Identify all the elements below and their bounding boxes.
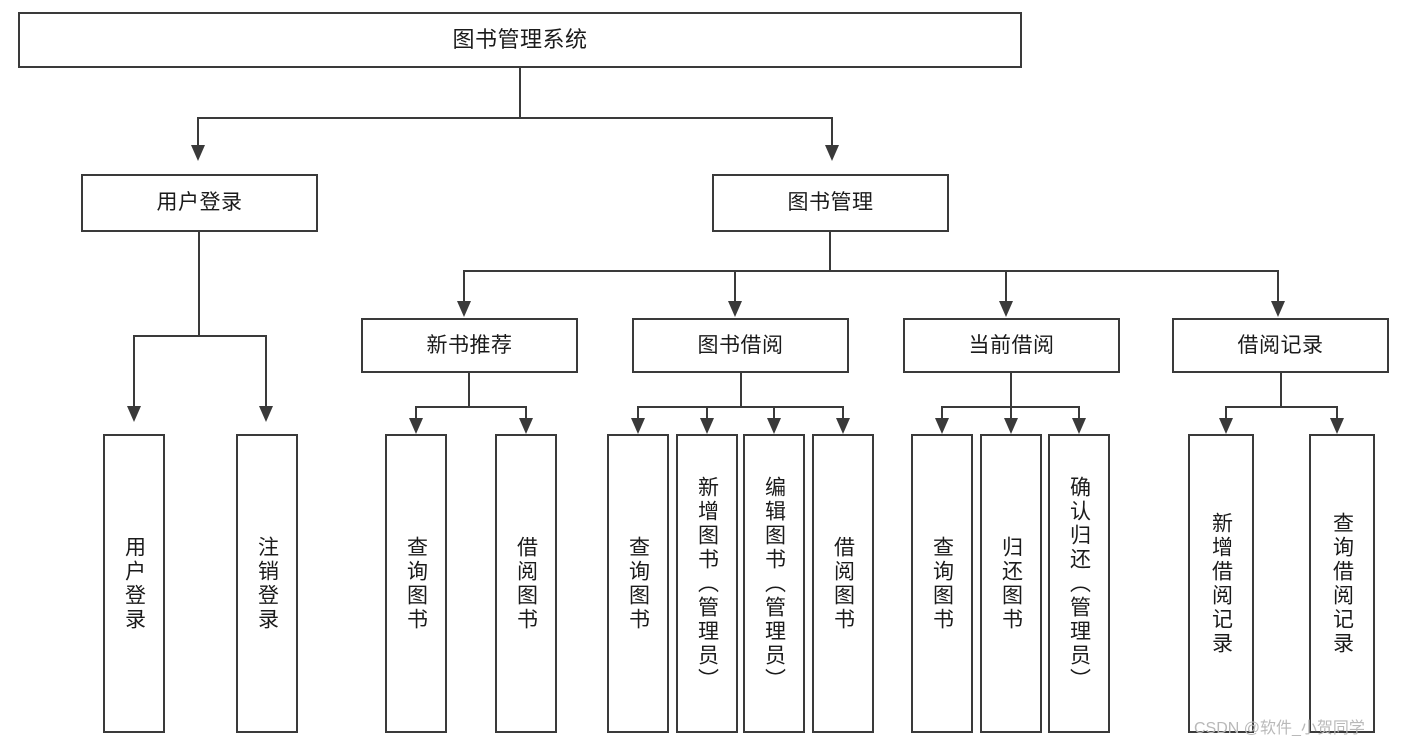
leaf-borrow-book-new[interactable]: 借阅图书 xyxy=(495,434,557,733)
node-label: 借阅图书 xyxy=(831,535,855,632)
arrowhead-leaf-user-login xyxy=(127,406,141,422)
node-label: 归还图书 xyxy=(999,535,1023,632)
connector-drop-query-record xyxy=(1336,406,1338,420)
connector-new-book-stem xyxy=(468,373,470,407)
connector-book-management-stem xyxy=(829,232,831,271)
connector-user-login-stem xyxy=(198,232,200,336)
node-label: 图书管理 xyxy=(787,191,874,215)
node-label: 查询借阅记录 xyxy=(1330,511,1354,656)
node-label: 图书借阅 xyxy=(697,333,784,357)
arrowhead-return-book xyxy=(1004,418,1018,434)
leaf-logout[interactable]: 注销登录 xyxy=(236,434,298,733)
arrowhead-query-record xyxy=(1330,418,1344,434)
connector-drop-edit-book xyxy=(773,406,775,420)
connector-root-bar xyxy=(197,117,833,119)
node-label: 查询图书 xyxy=(626,535,650,632)
arrowhead-new-book xyxy=(457,301,471,317)
leaf-query-book-current[interactable]: 查询图书 xyxy=(911,434,973,733)
arrowhead-query-book-3 xyxy=(935,418,949,434)
connector-drop-borrow-book xyxy=(734,270,736,303)
arrowhead-query-book-1 xyxy=(409,418,423,434)
connector-book-borrow-bar xyxy=(637,406,844,408)
node-label: 当前借阅 xyxy=(968,333,1055,357)
arrowhead-current-borrow xyxy=(999,301,1013,317)
leaf-borrow-book-borrow[interactable]: 借阅图书 xyxy=(812,434,874,733)
node-book-management[interactable]: 图书管理 xyxy=(712,174,949,232)
node-borrow-record[interactable]: 借阅记录 xyxy=(1172,318,1389,373)
arrowhead-confirm-return xyxy=(1072,418,1086,434)
leaf-edit-book-admin[interactable]: 编辑图书（管理员） xyxy=(743,434,805,733)
node-label: 用户登录 xyxy=(156,191,243,215)
leaf-query-book-new[interactable]: 查询图书 xyxy=(385,434,447,733)
arrowhead-query-book-2 xyxy=(631,418,645,434)
arrowhead-add-record xyxy=(1219,418,1233,434)
arrowhead-user-login xyxy=(191,145,205,161)
node-current-borrow[interactable]: 当前借阅 xyxy=(903,318,1120,373)
connector-drop-query-book-3 xyxy=(941,406,943,420)
arrowhead-borrow-book-1 xyxy=(519,418,533,434)
connector-borrow-record-stem xyxy=(1280,373,1282,407)
connector-drop-leaf-user-login xyxy=(133,335,135,408)
connector-drop-query-book-2 xyxy=(637,406,639,420)
node-root-book-management-system[interactable]: 图书管理系统 xyxy=(18,12,1022,68)
connector-book-borrow-stem xyxy=(740,373,742,407)
node-label: 查询图书 xyxy=(404,535,428,632)
node-label: 新书推荐 xyxy=(426,333,513,357)
node-label: 用户登录 xyxy=(122,535,146,632)
leaf-user-login[interactable]: 用户登录 xyxy=(103,434,165,733)
node-label: 查询图书 xyxy=(930,535,954,632)
connector-borrow-record-bar xyxy=(1225,406,1338,408)
connector-drop-leaf-logout xyxy=(265,335,267,408)
node-book-borrow[interactable]: 图书借阅 xyxy=(632,318,849,373)
node-user-login[interactable]: 用户登录 xyxy=(81,174,318,232)
node-new-book-recommend[interactable]: 新书推荐 xyxy=(361,318,578,373)
leaf-add-borrow-record[interactable]: 新增借阅记录 xyxy=(1188,434,1254,733)
node-label: 编辑图书（管理员） xyxy=(762,475,786,692)
connector-root-stem xyxy=(519,68,521,118)
connector-current-borrow-stem xyxy=(1010,373,1012,407)
leaf-query-book-borrow[interactable]: 查询图书 xyxy=(607,434,669,733)
connector-drop-confirm-return xyxy=(1078,406,1080,420)
connector-drop-borrow-book-1 xyxy=(525,406,527,420)
leaf-confirm-return-admin[interactable]: 确认归还（管理员） xyxy=(1048,434,1110,733)
connector-user-login-bar xyxy=(133,335,267,337)
connector-drop-borrow-book-2 xyxy=(842,406,844,420)
connector-drop-query-book-1 xyxy=(415,406,417,420)
connector-new-book-bar xyxy=(415,406,527,408)
connector-drop-new-book xyxy=(463,270,465,303)
leaf-add-book-admin[interactable]: 新增图书（管理员） xyxy=(676,434,738,733)
connector-drop-add-book xyxy=(706,406,708,420)
arrowhead-add-book xyxy=(700,418,714,434)
connector-drop-current-borrow xyxy=(1005,270,1007,303)
node-label: 注销登录 xyxy=(255,535,279,632)
connector-book-management-bar xyxy=(463,270,1279,272)
connector-drop-add-record xyxy=(1225,406,1227,420)
node-label: 图书管理系统 xyxy=(452,26,588,52)
node-label: 新增图书（管理员） xyxy=(695,475,719,692)
leaf-return-book[interactable]: 归还图书 xyxy=(980,434,1042,733)
connector-drop-user-login xyxy=(197,117,199,147)
node-label: 借阅图书 xyxy=(514,535,538,632)
connector-drop-return-book xyxy=(1010,406,1012,420)
node-label: 确认归还（管理员） xyxy=(1067,475,1091,692)
connector-drop-book-management xyxy=(831,117,833,147)
node-label: 借阅记录 xyxy=(1237,333,1324,357)
arrowhead-borrow-book xyxy=(728,301,742,317)
leaf-query-borrow-record[interactable]: 查询借阅记录 xyxy=(1309,434,1375,733)
arrowhead-borrow-record xyxy=(1271,301,1285,317)
arrowhead-book-management xyxy=(825,145,839,161)
arrowhead-borrow-book-2 xyxy=(836,418,850,434)
arrowhead-edit-book xyxy=(767,418,781,434)
node-label: 新增借阅记录 xyxy=(1209,511,1233,656)
arrowhead-leaf-logout xyxy=(259,406,273,422)
connector-drop-borrow-record xyxy=(1277,270,1279,303)
